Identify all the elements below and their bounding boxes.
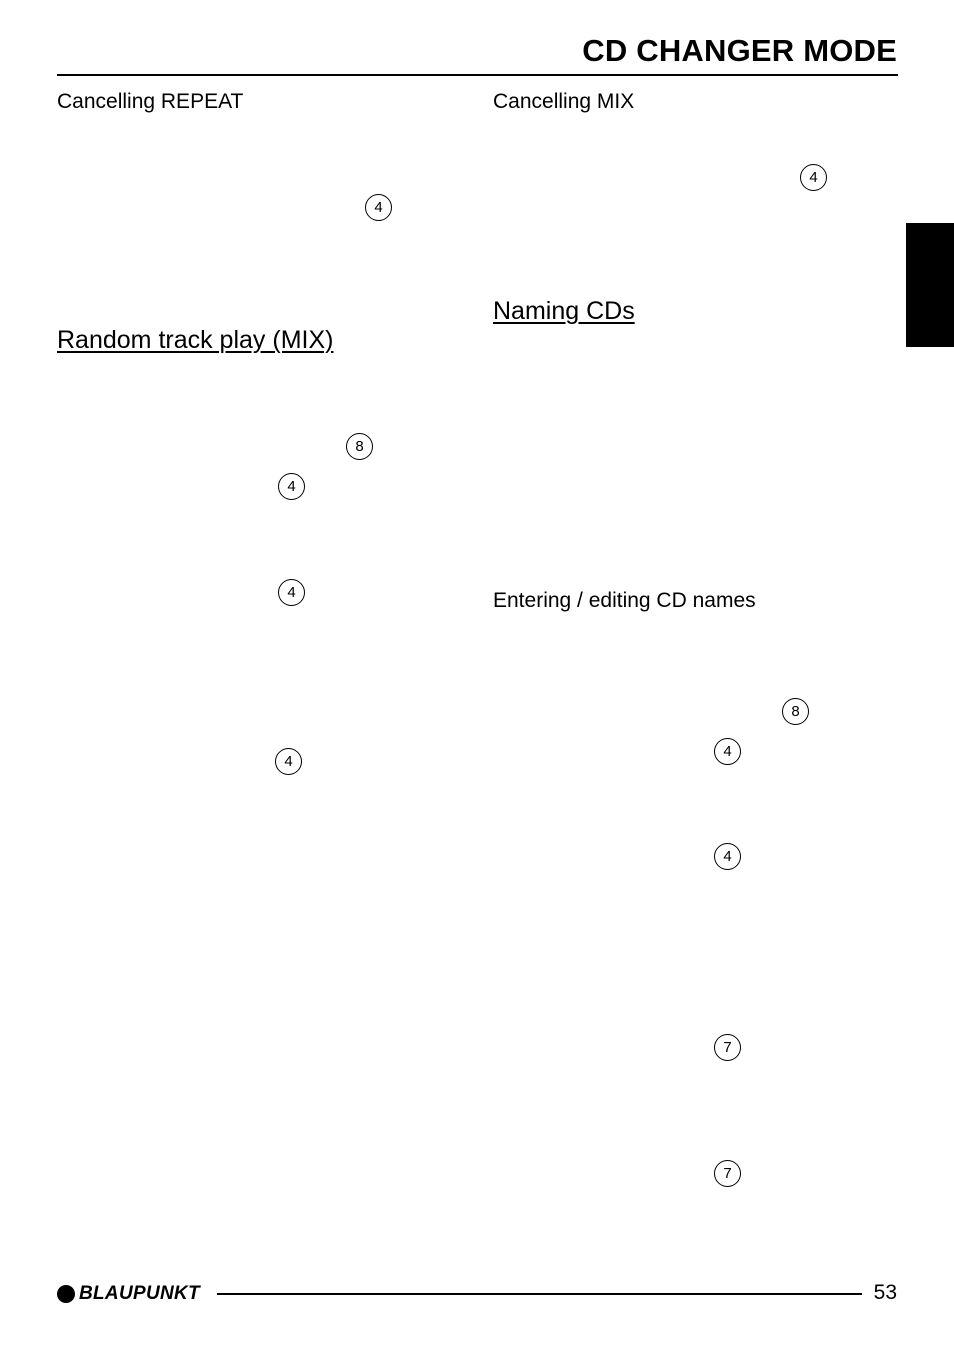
- page-number: 53: [873, 1281, 897, 1304]
- heading-cancelling-mix: Cancelling MIX: [493, 90, 635, 113]
- key-number-badge: 7: [714, 1160, 741, 1187]
- section-tab-marker: [906, 223, 954, 347]
- brand-name: BLAUPUNKT: [79, 1283, 200, 1304]
- key-number-badge: 8: [346, 433, 373, 460]
- section-title-naming-cds: Naming CDs: [493, 297, 635, 325]
- key-number-badge: 4: [278, 579, 305, 606]
- heading-entering-editing-cd-names: Entering / editing CD names: [493, 589, 756, 612]
- heading-cancelling-repeat: Cancelling REPEAT: [57, 90, 244, 113]
- title-divider: [57, 74, 898, 76]
- logo-dot-icon: [57, 1285, 75, 1303]
- key-number-badge: 4: [275, 748, 302, 775]
- key-number-badge: 7: [714, 1034, 741, 1061]
- footer-divider: [217, 1293, 862, 1295]
- key-number-badge: 4: [800, 164, 827, 191]
- page-title: CD CHANGER MODE: [582, 33, 897, 68]
- section-title-random-track-play: Random track play (MIX): [57, 326, 334, 354]
- key-number-badge: 4: [365, 194, 392, 221]
- key-number-badge: 4: [714, 738, 741, 765]
- key-number-badge: 4: [278, 473, 305, 500]
- brand-logo: BLAUPUNKT: [57, 1283, 200, 1305]
- key-number-badge: 4: [714, 843, 741, 870]
- key-number-badge: 8: [782, 698, 809, 725]
